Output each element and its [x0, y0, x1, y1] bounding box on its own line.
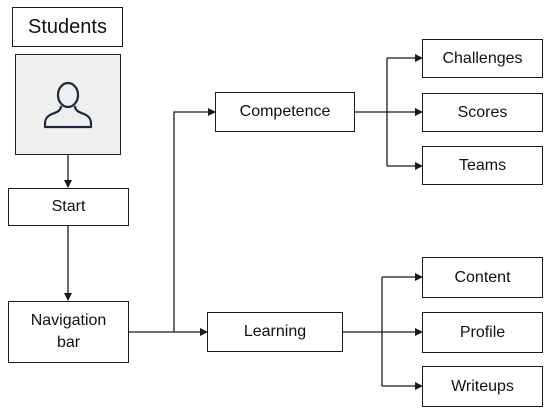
node-writeups: Writeups [422, 366, 543, 407]
node-start: Start [8, 188, 129, 226]
node-competence: Competence [215, 92, 355, 132]
node-scores: Scores [422, 93, 543, 132]
diagram-title: Students [12, 7, 123, 47]
node-profile: Profile [422, 312, 543, 353]
node-competence-label: Competence [239, 103, 331, 120]
diagram-title-text: Students [28, 16, 107, 38]
node-content: Content [422, 257, 543, 298]
node-teams-label: Teams [458, 156, 507, 174]
avatar [15, 54, 121, 155]
user-icon [43, 81, 93, 128]
node-learning-label: Learning [243, 323, 307, 340]
node-navigation-bar: Navigation bar [8, 301, 129, 363]
node-learning: Learning [207, 312, 343, 352]
node-nav-label-line2: bar [56, 334, 81, 351]
node-profile-label: Profile [459, 323, 506, 341]
node-challenges-label: Challenges [442, 49, 523, 67]
node-teams: Teams [422, 146, 543, 185]
node-content-label: Content [454, 268, 511, 286]
arrow-nav-to-competence [129, 108, 216, 333]
node-start-label: Start [51, 198, 86, 215]
node-scores-label: Scores [457, 103, 508, 121]
node-writeups-label: Writeups [451, 377, 514, 395]
node-nav-label-line1: Navigation [30, 312, 107, 329]
node-challenges: Challenges [422, 39, 543, 78]
